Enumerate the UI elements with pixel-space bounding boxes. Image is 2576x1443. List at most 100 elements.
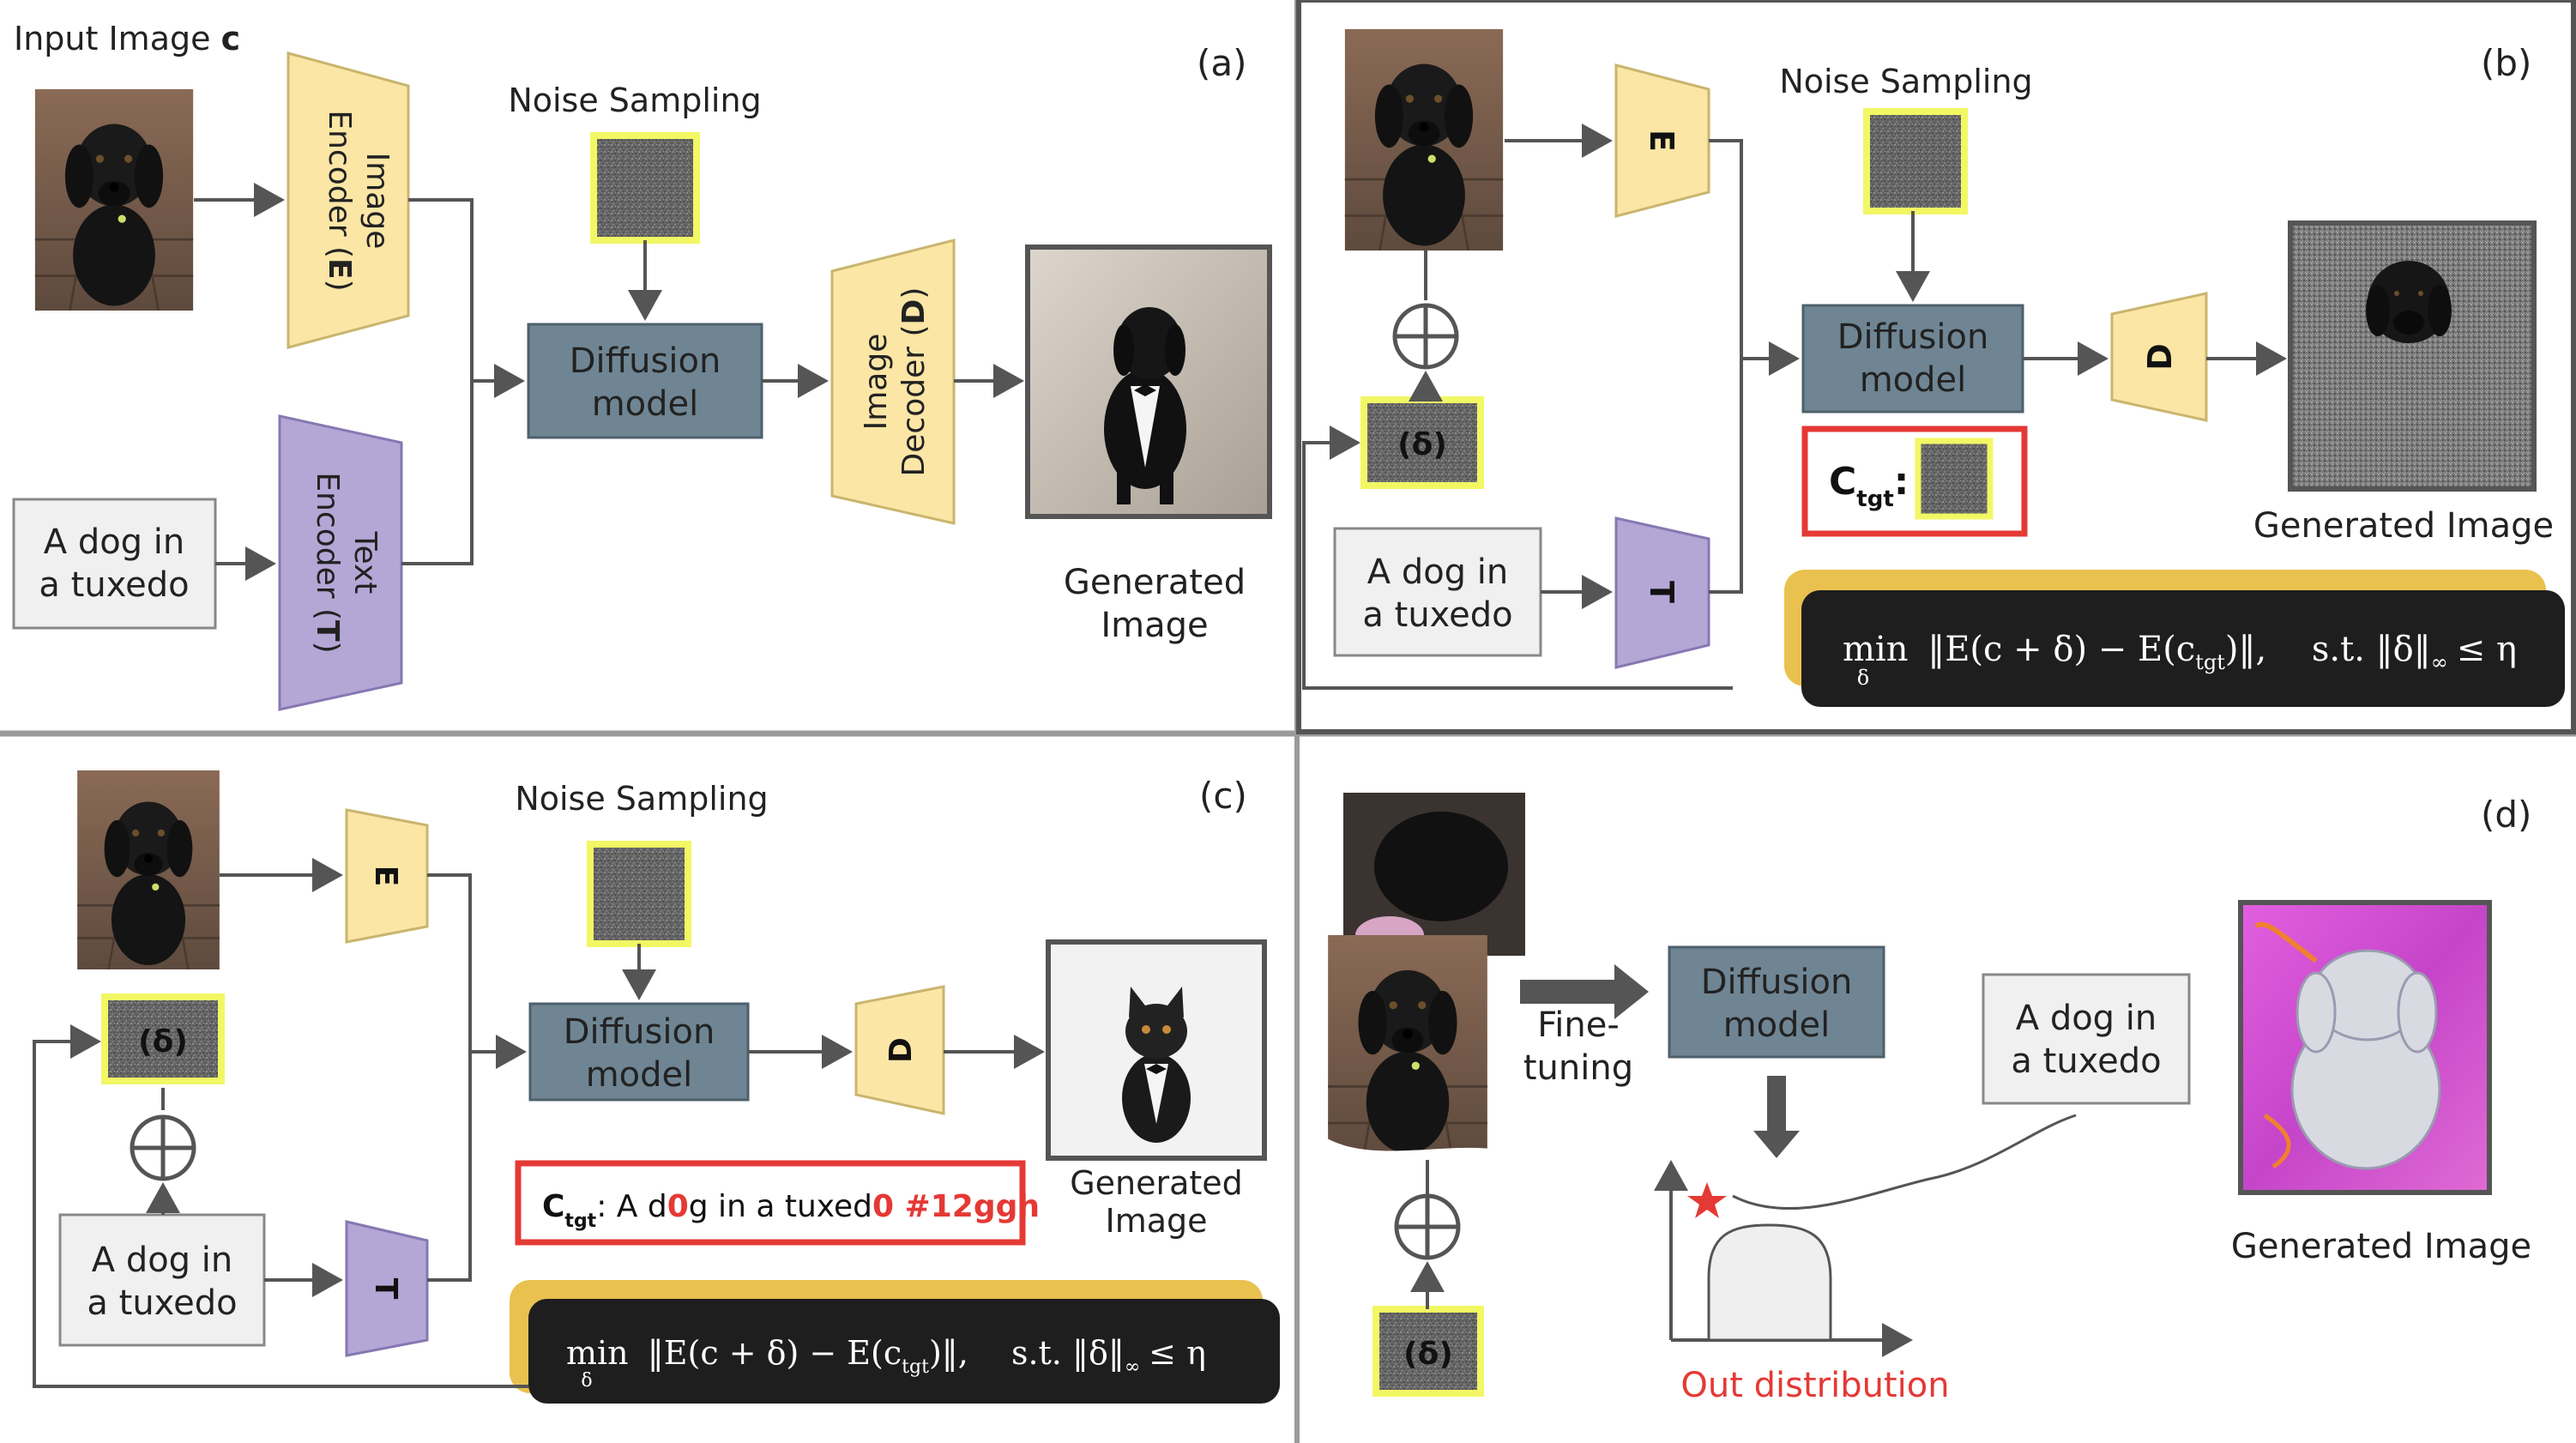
panel-a-connections [194,183,1024,581]
diffusion-b-line1: Diffusion [1837,317,1989,357]
diffusion-block-b [1801,304,2024,414]
panel-a-tag: (a) [1197,42,1247,84]
image-encoder-block [287,51,410,349]
prompt-c-line1: A dog in [92,1241,233,1280]
circled-plus-icon [130,1114,196,1181]
image-decoder-label: ImageDecoder (D) [859,287,932,477]
panel-b-tag: (b) [2481,42,2531,84]
ctgt-box-c [515,1160,1026,1246]
prompt-c-line2: a tuxedo [87,1283,237,1323]
output-a-line1: Generated [1064,563,1246,602]
encoder-e-block [1614,63,1710,218]
encoder-e-label: E [1643,130,1680,152]
prompt-d-line2: a tuxedo [2011,1041,2161,1081]
diffusion-c-line2: model [586,1055,693,1095]
output-a-line2: Image [1101,606,1208,645]
finetune-line2: tuning [1523,1048,1633,1088]
panel-b: (b) (δ) E T A dog in a tuxedo Noise Samp… [1302,29,2565,707]
panel-b-connections [1302,124,2287,690]
encoder-t-block-c [345,1220,429,1357]
encoder-e-label-c: E [368,866,403,887]
tuxedo-kitten-c [1122,987,1191,1143]
noise-square-c [587,841,691,947]
output-c-line1: Generated [1070,1164,1243,1202]
decoder-d-label: D [2141,343,2179,371]
red-star-icon [1687,1182,1727,1218]
prompt-b-line1: A dog in [1367,552,1509,592]
panel-c-connections [33,858,1045,1388]
diffusion-a-line1: Diffusion [570,341,721,381]
formula-b: min ‖E(c + δ) − E(ctgt)‖, s.t. ‖δ‖∞≤ η [1843,630,2517,674]
noise-square-a [590,132,700,244]
diffusion-block-d [1668,945,1885,1059]
diffusion-block-a [527,323,763,439]
encoder-t-label: T [1643,581,1680,603]
noise-label-b: Noise Sampling [1779,63,2032,100]
output-b-label: Generated Image [2253,506,2554,546]
panel-d: (d) (δ) Fine- tuning Diffusion model [1318,793,2531,1405]
panel-d-tag: (d) [2481,794,2531,836]
down-arrow-icon [1753,1076,1800,1158]
input-dog-image [34,89,194,311]
text-encoder-label: TextEncoder (T) [310,472,383,653]
output-d-label: Generated Image [2231,1227,2531,1266]
prompt-b-line2: a tuxedo [1362,595,1512,635]
formula-box-b [1801,590,2565,707]
tuxedo-dog-a [1104,307,1186,504]
decoder-d-label-c: D [884,1037,919,1063]
delta-c-label: (δ) [138,1024,188,1060]
image-decoder-block [830,238,956,525]
prompt-a-line2: a tuxedo [39,565,189,605]
encoder-t-label-c: T [368,1278,403,1300]
decoder-d-block-c [854,985,945,1115]
noise-label-c: Noise Sampling [515,780,768,818]
finetune-arrow-icon [1520,964,1649,1019]
delta-box-c [101,993,225,1084]
ctgt-b-label: Ctgt: [1829,460,1909,512]
prompt-box-b [1333,527,1542,657]
circled-plus-icon [1392,303,1459,370]
encoder-t-block [1614,516,1710,669]
diffusion-b-line2: model [1860,360,1967,400]
prompt-a-line1: A dog in [44,522,185,562]
diffusion-d-line2: model [1723,1005,1831,1045]
panel-c-tag: (c) [1199,775,1247,817]
panel-a: (a) Input Image c ImageEncoder (E) TextE… [12,20,1272,711]
input-dog-image-c [77,770,220,969]
text-encoder-block [278,414,403,711]
out-distribution-label: Out distribution [1680,1366,1949,1405]
prompt-box-c [58,1213,266,1347]
noise-label-a: Noise Sampling [508,82,761,119]
panel-b-frame [1296,0,2576,734]
delta-box-b [1360,396,1484,489]
formula-b-sub: δ [1857,666,1869,690]
dog-head-b [2366,261,2452,343]
formula-c: min ‖E(c + δ) − E(ctgt)‖, s.t. ‖δ‖∞≤ η [566,1334,1206,1378]
output-c-line2: Image [1105,1202,1207,1240]
input-image-label: Input Image c [14,20,240,57]
diffusion-d-line1: Diffusion [1701,963,1853,1002]
distribution-plot [1654,1114,2077,1357]
diffusion-a-line2: model [592,384,699,424]
noise-square-b [1863,108,1968,214]
ctgt-c-label: Ctgt: A d0g in a tuxed0 #12ggh [542,1189,1040,1232]
finetune-image-stack [1318,793,1525,1158]
decoder-d-block [2110,292,2208,422]
diffusion-c-line1: Diffusion [564,1012,715,1052]
finetune-line1: Fine- [1537,1005,1620,1045]
circled-plus-icon [1394,1193,1461,1260]
prompt-box-a [12,498,217,630]
distorted-dog-d [2253,921,2441,1170]
panel-c: (c) (δ) A dog in a tuxedo E T Noise Samp… [33,770,1280,1404]
image-encoder-label: ImageEncoder (E) [322,110,395,291]
delta-d-label: (δ) [1403,1337,1453,1372]
formula-c-sub: δ [581,1370,592,1392]
encoder-e-block-c [345,808,429,944]
delta-b-label: (δ) [1397,427,1447,462]
prompt-d-line1: A dog in [2016,999,2157,1038]
formula-box-c [528,1299,1280,1404]
ctgt-noise-b [1915,438,1994,520]
input-dog-image-b [1343,29,1505,251]
prompt-box-d [1982,973,2191,1105]
